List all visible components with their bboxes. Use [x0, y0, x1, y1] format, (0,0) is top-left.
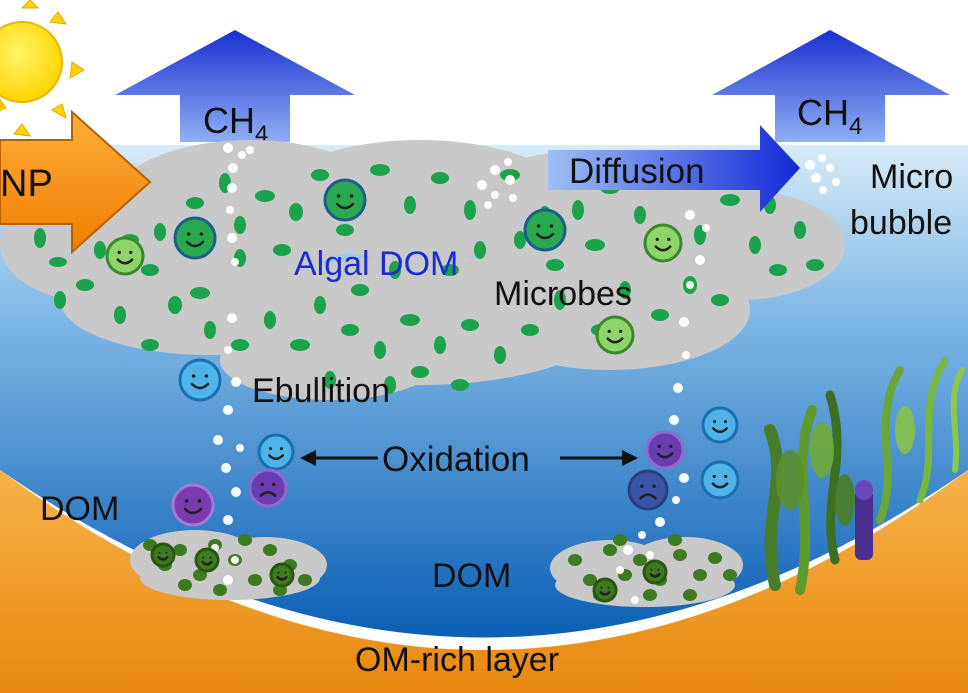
sad-microbe-icon	[248, 468, 288, 508]
smiley-microbe-icon	[642, 559, 668, 585]
smiley-microbe-icon	[523, 208, 567, 252]
smiley-microbe-icon	[700, 460, 740, 500]
dom-label-left: DOM	[40, 490, 119, 528]
smiley-microbe-icon	[171, 483, 215, 527]
ch4-label-right: CH4	[797, 92, 862, 140]
om-rich-layer-label: OM-rich layer	[355, 641, 559, 679]
smiley-microbe-icon	[194, 547, 220, 573]
ebullition-label: Ebullition	[252, 372, 390, 410]
smiley-microbe-icon	[178, 358, 222, 402]
np-arrow	[0, 109, 152, 255]
sad-microbe-icon	[627, 469, 669, 511]
smiley-microbe-icon	[150, 542, 176, 568]
smiley-microbe-icon	[105, 236, 145, 276]
ch4-up-arrow-left	[115, 30, 355, 142]
sediment-layer	[0, 470, 968, 693]
dom-label-right: DOM	[432, 557, 511, 595]
smiley-microbe-icon	[323, 178, 367, 222]
oxidation-arrows	[300, 450, 638, 466]
smiley-microbe-icon	[269, 562, 295, 588]
smiley-microbe-icon	[173, 216, 217, 260]
sun-icon	[0, 0, 85, 137]
micro-bubble-label-1: Micro	[870, 158, 953, 196]
ch4-up-arrow-right	[712, 30, 950, 142]
np-label: NP	[0, 163, 53, 205]
microbe-group	[105, 178, 740, 603]
smiley-microbe-icon	[701, 406, 739, 444]
smiley-microbe-icon	[257, 433, 295, 471]
microbes-label: Microbes	[494, 275, 632, 313]
diffusion-label: Diffusion	[569, 152, 705, 191]
oxidation-label: Oxidation	[382, 440, 530, 479]
algal-dom-label: Algal DOM	[294, 245, 458, 283]
smiley-microbe-icon	[595, 315, 635, 355]
seaweed-icon	[764, 356, 965, 595]
smiley-microbe-icon	[592, 577, 618, 603]
smiley-microbe-icon	[645, 430, 685, 470]
diffusion-arrow	[548, 125, 800, 212]
smiley-microbe-icon	[643, 223, 683, 263]
micro-bubble-label-2: bubble	[850, 204, 952, 242]
